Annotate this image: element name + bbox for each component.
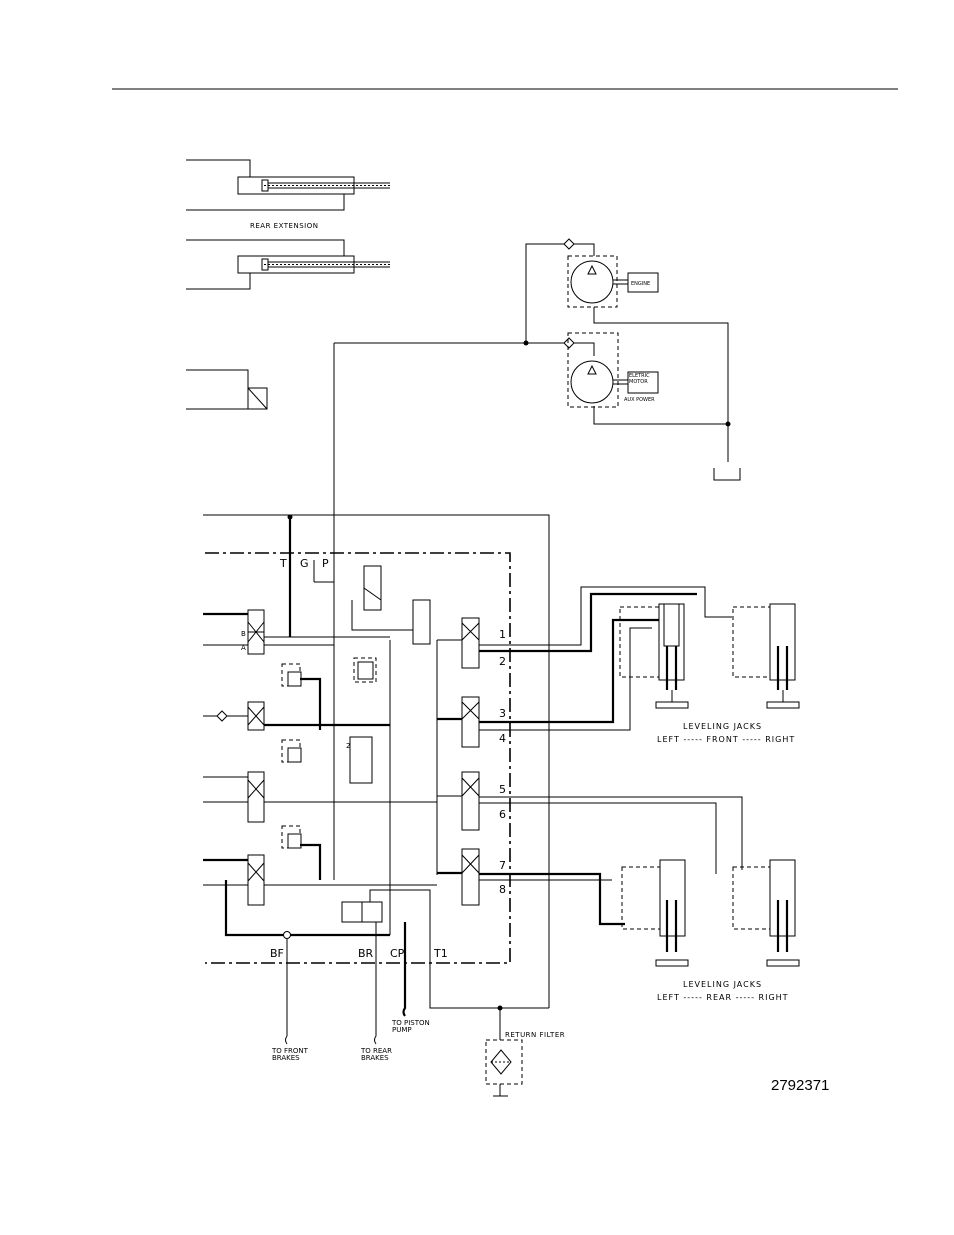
port-g: G [300,557,309,570]
valve-number-6: 6 [499,808,506,821]
valve-number-3: 3 [499,707,506,720]
return-filter [486,1008,522,1096]
port-t: T [279,557,287,570]
right-section-valves [437,618,479,905]
port-p: P [322,557,329,570]
valve-b-mark: B [241,630,246,638]
rear-right-leveling-jack [733,860,799,966]
check-valve-icon [564,338,574,348]
rear-extension-cylinder-lower [186,240,390,289]
check-valve-icon [564,239,574,249]
valve-number-2: 2 [499,655,506,668]
valve-number-4: 4 [499,732,506,745]
port-bf: BF [270,947,284,960]
rear-actuator-box [186,370,267,409]
valve-number-8: 8 [499,883,506,896]
front-right-leveling-jack [733,604,799,708]
engine-pump: ENGINE [568,256,658,307]
rear-left-leveling-jack [622,860,688,966]
pump-supply-lines [334,239,740,480]
left-control-valves [203,610,437,939]
return-filter-label: RETURN FILTER [505,1031,565,1039]
drawing-number: 2792371 [771,1077,829,1094]
engine-label: ENGINE [631,281,650,287]
valve-number-7: 7 [499,859,506,872]
valve-number-5: 5 [499,783,506,796]
electric-motor-label: ELETRIC MOTOR [629,373,658,385]
rear-jacks-title: LEVELING JACKS [683,980,762,989]
center-solenoid-valves [342,566,549,1011]
port-t1: T1 [433,947,448,960]
jack-supply-lines [479,587,742,924]
port-cp: CP [390,947,405,960]
aux-electric-pump: ELETRIC MOTOR AUX POWER [568,333,658,407]
rear-jacks-legend: LEFT ----- REAR ----- RIGHT [657,993,789,1002]
to-rear-brakes-label: TO REAR BRAKES [361,1048,399,1062]
aux-power-label: AUX POWER [624,397,655,403]
port-br: BR [358,947,374,960]
front-jacks-legend: LEFT ----- FRONT ----- RIGHT [657,735,795,744]
valve-number-1: 1 [499,628,506,641]
to-front-brakes-label: TO FRONT BRAKES [272,1048,310,1062]
rear-extension-cylinder-upper [186,160,390,210]
valve-a-mark: A [241,644,246,652]
front-jacks-title: LEVELING JACKS [683,722,762,731]
to-piston-pump-label: TO PISTON PUMP [392,1020,432,1034]
brake-and-pump-outlets [286,922,406,1044]
rear-extension-label: REAR EXTENSION [250,222,318,230]
